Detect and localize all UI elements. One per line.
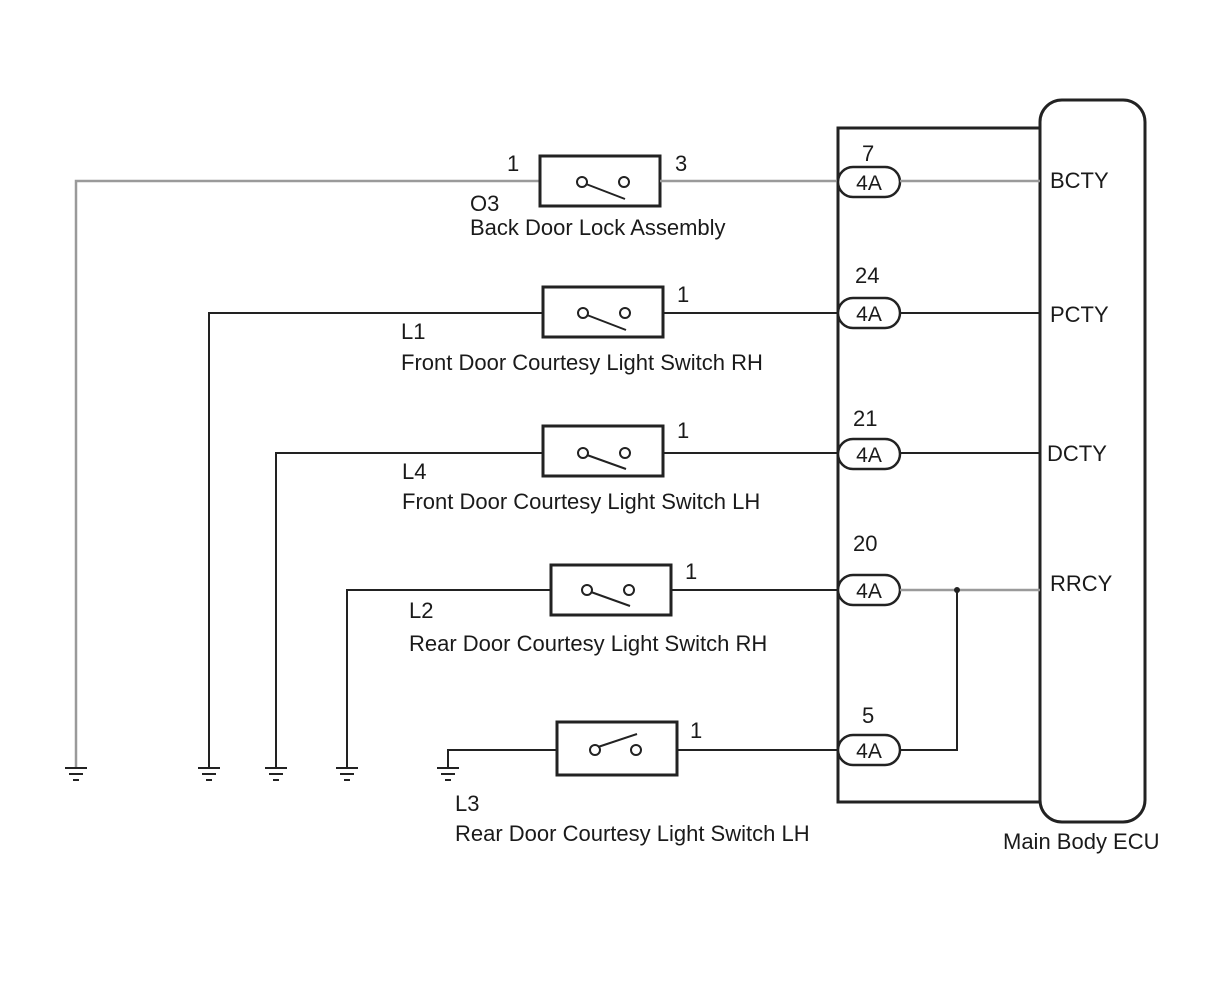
switch-body	[541, 285, 665, 339]
connector-label: 4A	[856, 740, 882, 763]
switch-contact-left	[577, 307, 589, 319]
ground-symbol	[65, 767, 87, 781]
connector-label: 4A	[856, 303, 882, 326]
ground-symbol	[198, 767, 220, 781]
switch-code: L4	[402, 459, 426, 484]
connector-label: 4A	[856, 172, 882, 195]
switch-contact-left	[581, 584, 593, 596]
ecu-pin: 20	[853, 531, 877, 556]
ground-symbols	[65, 767, 459, 781]
pin-right: 3	[675, 151, 687, 176]
connector-label: 4A	[856, 444, 882, 467]
ground-wire	[74, 179, 540, 768]
signal-name: DCTY	[1047, 441, 1107, 466]
circuit-back-door-lock: 4A 1 3 7 BCTY O3 Back Door Lock Assembly	[74, 141, 1109, 768]
switch-arm	[585, 183, 626, 200]
switch-body	[555, 720, 679, 777]
ground-symbol	[437, 767, 459, 781]
ground-wire	[208, 312, 543, 768]
switch-arm	[586, 454, 627, 470]
ecu-pin: 7	[862, 141, 874, 166]
switch-arm	[586, 314, 627, 331]
switch-contact-right	[618, 176, 630, 188]
junction-wire	[900, 590, 958, 751]
ecu-pin: 24	[855, 263, 879, 288]
ecu-pin: 5	[862, 703, 874, 728]
signal-name: RRCY	[1050, 571, 1113, 596]
switch-contact-right	[619, 447, 631, 459]
switch-code: L3	[455, 791, 479, 816]
switch-arm	[590, 591, 631, 607]
ground-wire	[275, 452, 543, 768]
switch-contact-left	[576, 176, 588, 188]
switch-code: L2	[409, 598, 433, 623]
signal-name: BCTY	[1050, 168, 1109, 193]
switch-name: Rear Door Courtesy Light Switch RH	[409, 631, 767, 656]
switch-name: Front Door Courtesy Light Switch RH	[401, 350, 763, 375]
ground-wire	[447, 749, 557, 768]
pin-right: 1	[685, 559, 697, 584]
switch-contact-right	[619, 307, 631, 319]
connector-label: 4A	[856, 580, 882, 603]
switch-contact-right	[630, 744, 642, 756]
switch-code: L1	[401, 319, 425, 344]
switch-name: Front Door Courtesy Light Switch LH	[402, 489, 760, 514]
switch-name: Back Door Lock Assembly	[470, 215, 726, 240]
switch-name: Rear Door Courtesy Light Switch LH	[455, 821, 810, 846]
signal-name: PCTY	[1050, 302, 1109, 327]
switch-body	[549, 563, 673, 617]
circuit-rear-door-lh: 4A 1 5 L3 Rear Door Courtesy Light Switc…	[447, 590, 958, 846]
pin-right: 1	[690, 718, 702, 743]
ground-symbol	[336, 767, 358, 781]
ground-symbol	[265, 767, 287, 781]
switch-body	[541, 424, 665, 478]
circuit-front-door-lh: 4A 1 21 DCTY L4 Front Door Courtesy Ligh…	[275, 406, 1107, 768]
switch-code: O3	[470, 191, 499, 216]
ecu-pin: 21	[853, 406, 877, 431]
switch-contact-right	[623, 584, 635, 596]
ground-wire	[346, 589, 551, 768]
switch-body	[538, 154, 662, 208]
pin-right: 1	[677, 418, 689, 443]
switch-contact-left	[589, 744, 601, 756]
circuit-front-door-rh: 4A 1 24 PCTY L1 Front Door Courtesy Ligh…	[208, 263, 1109, 768]
switch-contact-left	[577, 447, 589, 459]
pin-left: 1	[507, 151, 519, 176]
switch-arm	[597, 733, 638, 748]
pin-right: 1	[677, 282, 689, 307]
ecu-name: Main Body ECU	[1003, 829, 1160, 854]
circuit-rear-door-rh: 4A 1 20 RRCY L2 Rear Door Courtesy Light…	[346, 531, 1113, 768]
ecu-body	[1038, 98, 1147, 824]
